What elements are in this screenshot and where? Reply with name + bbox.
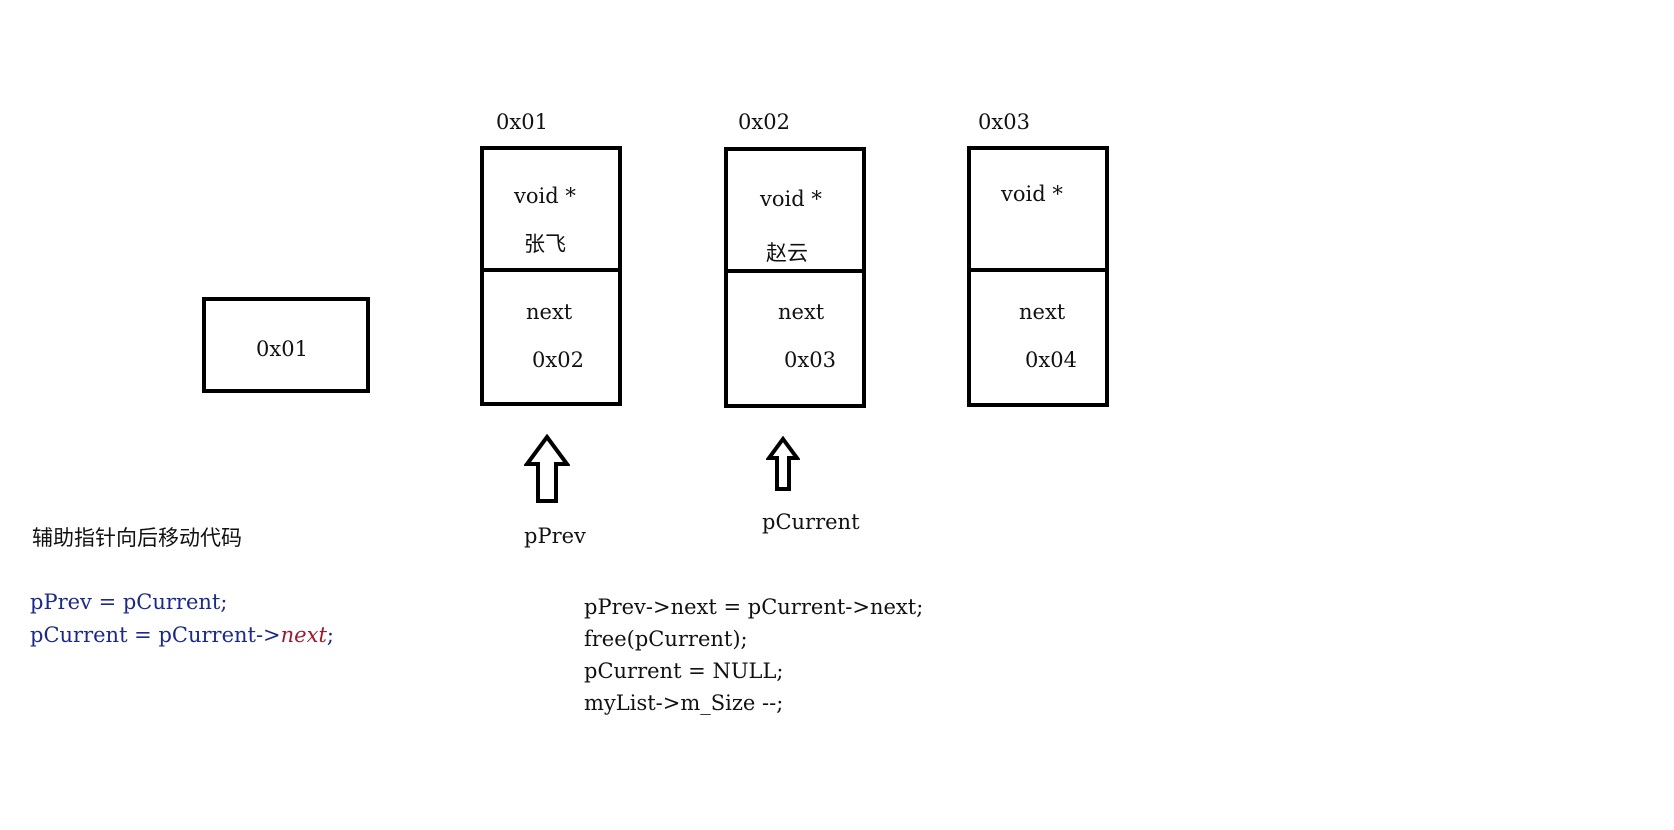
right-code-line-2: free(pCurrent); (584, 627, 748, 651)
node-data-label: void * (514, 184, 576, 208)
node-data-value: 赵云 (766, 241, 808, 265)
node-next-value: 0x04 (1025, 348, 1077, 372)
node-data-label: void * (1001, 182, 1063, 206)
node-next-field: next 0x03 (728, 273, 862, 404)
code-keyword: next (280, 623, 327, 647)
node-next-field: next 0x04 (971, 272, 1105, 403)
node-address-1: 0x01 (496, 110, 548, 134)
code-heading: 辅助指针向后移动代码 (32, 526, 242, 550)
up-arrow-icon (766, 436, 800, 491)
code-text: pPrev = pCurrent; (30, 590, 228, 614)
right-code-line-3: pCurrent = NULL; (584, 659, 784, 683)
list-node-3: void * next 0x04 (967, 146, 1109, 407)
left-code-line-2: pCurrent = pCurrent->next; (30, 623, 334, 647)
list-node-1: void * 张飞 next 0x02 (480, 146, 622, 406)
pprev-label: pPrev (524, 524, 586, 548)
up-arrow-icon (524, 434, 570, 503)
right-code-block: pPrev->next = pCurrent->next; free(pCurr… (584, 591, 923, 719)
node-next-label: next (526, 300, 573, 324)
node-data-field: void * (971, 150, 1105, 272)
node-next-label: next (778, 300, 825, 324)
head-pointer-box: 0x01 (202, 297, 370, 393)
right-code-line-1: pPrev->next = pCurrent->next; (584, 595, 924, 619)
node-address-2: 0x02 (738, 110, 790, 134)
code-text: pCurrent = pCurrent-> (30, 623, 281, 647)
node-data-value: 张飞 (524, 232, 566, 256)
node-data-label: void * (760, 187, 822, 211)
node-data-field: void * 赵云 (728, 151, 862, 273)
node-next-value: 0x02 (532, 348, 584, 372)
node-data-field: void * 张飞 (484, 150, 618, 272)
node-address-3: 0x03 (978, 110, 1030, 134)
left-code-line-1: pPrev = pCurrent; (30, 590, 227, 614)
list-node-2: void * 赵云 next 0x03 (724, 147, 866, 408)
node-next-value: 0x03 (784, 348, 836, 372)
node-next-field: next 0x02 (484, 272, 618, 402)
node-next-label: next (1019, 300, 1066, 324)
code-text: ; (326, 623, 334, 647)
pcurrent-label: pCurrent (762, 510, 860, 534)
right-code-line-4: myList->m_Size --; (584, 691, 784, 715)
head-pointer-value: 0x01 (256, 337, 308, 361)
